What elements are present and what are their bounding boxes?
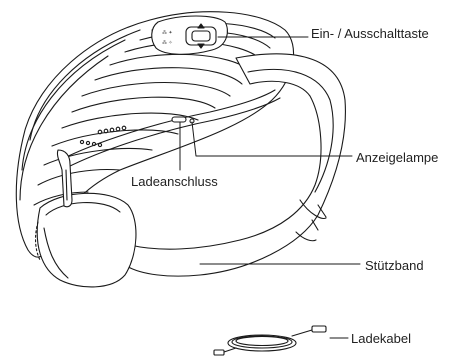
charging-cable bbox=[214, 326, 326, 355]
label-power-button: Ein- / Ausschalttaste bbox=[311, 27, 429, 40]
power-button-panel: ⁂ ✦ ⁂ ✧ bbox=[152, 16, 228, 54]
charging-port bbox=[172, 117, 186, 122]
label-indicator-lamp: Anzeigelampe bbox=[356, 151, 438, 164]
svg-text:⁂ ✦: ⁂ ✦ bbox=[162, 30, 173, 36]
svg-text:⁂ ✧: ⁂ ✧ bbox=[162, 40, 173, 46]
label-support-strap: Stützband bbox=[365, 259, 424, 272]
label-charging-port: Ladeanschluss bbox=[131, 175, 218, 188]
side-pad bbox=[36, 193, 136, 287]
label-charging-cable: Ladekabel bbox=[351, 332, 411, 345]
